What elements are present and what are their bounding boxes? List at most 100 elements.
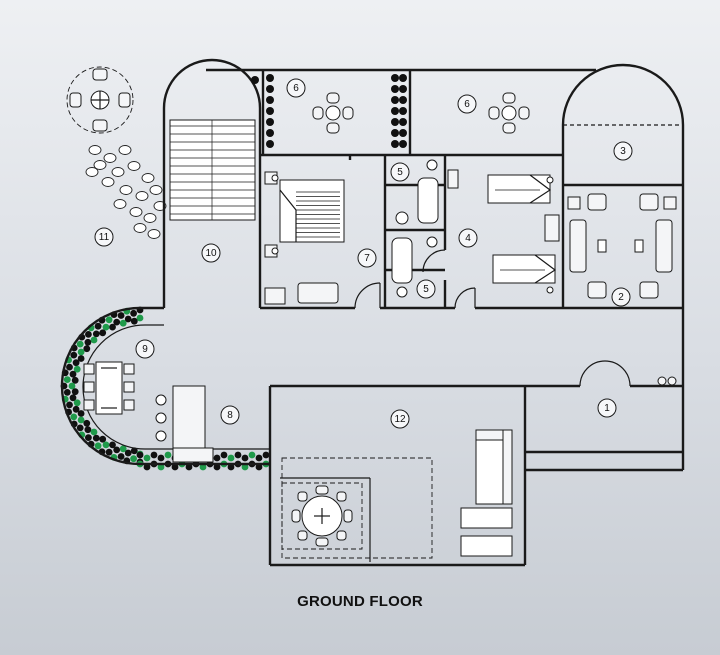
outdoor-round-table-set [66,66,134,134]
planting-leaf [113,446,121,454]
stepping-stone [149,185,163,195]
planting-leaf [262,451,270,459]
svg-text:5: 5 [397,167,403,178]
room-label-5a: 5 [390,162,410,182]
svg-text:2: 2 [618,292,624,303]
planting-leaf [66,401,73,409]
dining-table-9 [83,361,135,415]
planting-leaf [124,315,132,323]
planting-leaf [143,454,151,462]
planter-shrub [399,96,407,104]
planting-leaf [76,340,84,348]
planting-leaf [117,453,125,460]
planting-leaf [130,317,138,325]
room-12-pool-deck [280,429,513,562]
planter-shrub [399,140,407,148]
stepping-stone [113,199,127,209]
planter-shrub [399,107,407,115]
planting-leaf [130,447,138,455]
planting-leaf [227,463,235,471]
stepping-stone [133,223,147,233]
stepping-stone [101,177,115,187]
stepping-stone [129,207,143,217]
planting-leaf [73,399,81,407]
stepping-stone [119,185,133,195]
planter-shrub [391,107,399,115]
planting-leaf [255,454,263,462]
planting-leaf [94,322,102,330]
planting-leaf [119,445,127,453]
room-label-8: 8 [220,405,240,425]
planter-shrub [391,118,399,126]
stepping-stone [141,173,155,183]
planting-leaf [241,454,249,462]
planting-leaf [213,463,221,471]
room-label-7: 7 [357,248,377,268]
planting-leaf [143,463,151,471]
svg-text:6: 6 [293,83,299,94]
planter-shrub [266,96,274,104]
planter-shrub [399,118,407,126]
svg-text:7: 7 [364,253,370,264]
planting-leaf [83,345,91,353]
planting-leaf [70,351,78,359]
planting-leaf [92,330,100,338]
planter-shrub [266,129,274,137]
svg-text:10: 10 [205,248,217,259]
living-room-2-furniture [567,193,677,299]
room-label-3: 3 [613,141,633,161]
planting-leaf [199,463,207,471]
planter-shrub [399,74,407,82]
planter-shrub [391,96,399,104]
stepping-stone [135,191,149,201]
stepping-stone [88,145,102,155]
planting-leaf [227,454,235,462]
planting-leaf [185,463,193,471]
stepping-stone [111,167,125,177]
room-label-2: 2 [611,287,631,307]
planting-leaf [130,309,138,317]
planter-shrub [391,85,399,93]
planter-shrub [266,140,274,148]
planting-leaf [71,376,79,384]
room-label-5b: 5 [416,279,436,299]
planting-leaf [77,410,85,417]
bathroom-fixtures [391,159,459,298]
planting-leaf [68,382,76,390]
planting-leaf [105,316,113,324]
planting-leaf [70,413,78,421]
planting-leaf [113,318,121,326]
stepping-stone [85,167,99,177]
planter-shrub [399,85,407,93]
planting-leaf [72,405,80,413]
entrance-planters [657,376,677,386]
svg-text:9: 9 [142,344,148,355]
svg-text:6: 6 [464,99,470,110]
room-label-6a: 6 [286,78,306,98]
planting-leaf [69,370,77,378]
planting-leaf [84,338,92,346]
planting-leaf [171,463,179,471]
stepping-stone [93,160,107,170]
room-label-11: 11 [94,227,114,247]
planter-shrub [391,140,399,148]
room-label-1: 1 [597,398,617,418]
room-label-12: 12 [390,409,410,429]
bedroom-7-furniture [264,171,345,305]
room-label-10: 10 [201,243,221,263]
bar-stools [155,394,167,442]
planter-shrub [266,85,274,93]
svg-text:11: 11 [99,232,110,243]
planting-leaf [73,365,81,373]
stepping-stone [143,213,157,223]
stepping-stone [147,229,161,239]
planting-leaf [71,388,79,396]
svg-text:8: 8 [227,410,233,421]
planting-leaf [72,359,80,367]
planting-leaf [77,348,85,356]
svg-text:5: 5 [423,284,429,295]
floor-title: GROUND FLOOR [297,593,423,610]
